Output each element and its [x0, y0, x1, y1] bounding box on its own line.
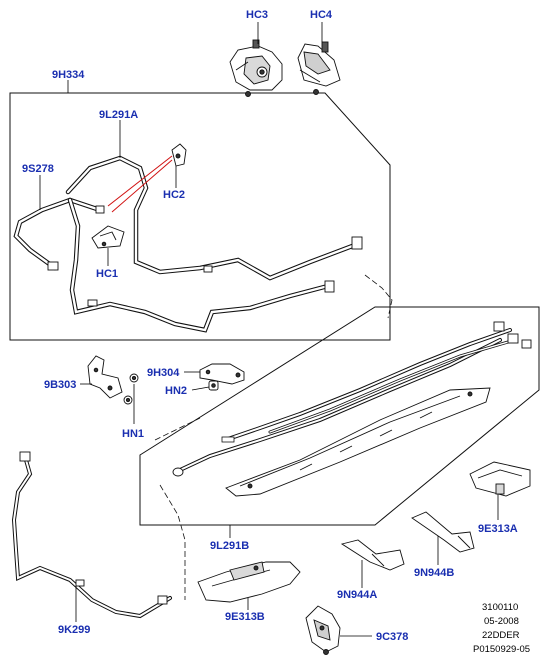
leader-lines [39, 22, 499, 637]
group-link-lines [154, 274, 393, 600]
callout-9s278: 9S278 [22, 163, 54, 175]
fuel-line-9l291b [172, 321, 532, 477]
callout-hc4: HC4 [310, 9, 333, 21]
callout-hc1: HC1 [96, 268, 118, 280]
callout-9l291a: 9L291A [99, 109, 138, 121]
hn2-nut-part [208, 380, 219, 391]
fuel-line-9l291a [65, 155, 363, 281]
lower-group-frame [139, 306, 540, 526]
callout-9n944b: 9N944B [414, 567, 454, 579]
callout-9e313b: 9E313B [225, 611, 265, 623]
hc2-highlight-leaders [107, 155, 173, 213]
callout-hn1: HN1 [122, 428, 144, 440]
9c378-clip-part [305, 605, 341, 655]
callout-9n944a: 9N944A [337, 589, 377, 601]
callout-9k299: 9K299 [58, 624, 90, 636]
9n944a-strap-part [340, 539, 405, 571]
callout-9l291b: 9L291B [210, 540, 249, 552]
hc2-clip-part [171, 143, 187, 167]
9n944b-strap-part [411, 511, 475, 553]
hc4-clip-part [297, 41, 341, 95]
9e313a-shield-part [469, 461, 531, 497]
reference-code: 3100110 [482, 602, 518, 613]
callouts: HC3 HC4 9H334 9L291A 9S278 HC2 HC1 9B303… [22, 9, 518, 643]
reference-illustration: P0150929-05 [473, 644, 530, 655]
callout-9h334: 9H334 [52, 69, 85, 81]
lower-carrier-bracket [225, 387, 491, 497]
callout-hn2: HN2 [165, 385, 187, 397]
upper-group-frame [9, 92, 391, 341]
reference-model: 22DDER [482, 630, 520, 641]
fuel-line-9h334 [67, 197, 335, 333]
callout-hc3: HC3 [246, 9, 268, 21]
callout-9e313a: 9E313A [478, 523, 518, 535]
fuel-line-9s278 [13, 197, 105, 271]
callout-9b303: 9B303 [44, 379, 76, 391]
9b303-bracket-part [87, 355, 123, 399]
9e313b-shield-part [197, 561, 301, 603]
callout-hc2: HC2 [163, 189, 185, 201]
hc3-bracket-part [229, 39, 283, 97]
callout-9h304: 9H304 [147, 367, 180, 379]
reference-date: 05-2008 [484, 616, 519, 627]
reference-block: 3100110 05-2008 22DDER P0150929-05 [473, 602, 530, 655]
hn1-nut-part [123, 373, 139, 405]
9h304-bracket-part [199, 363, 245, 385]
hc1-bracket-part [91, 225, 125, 249]
fuel-line-9k299 [11, 451, 172, 619]
callout-9c378: 9C378 [376, 631, 408, 643]
